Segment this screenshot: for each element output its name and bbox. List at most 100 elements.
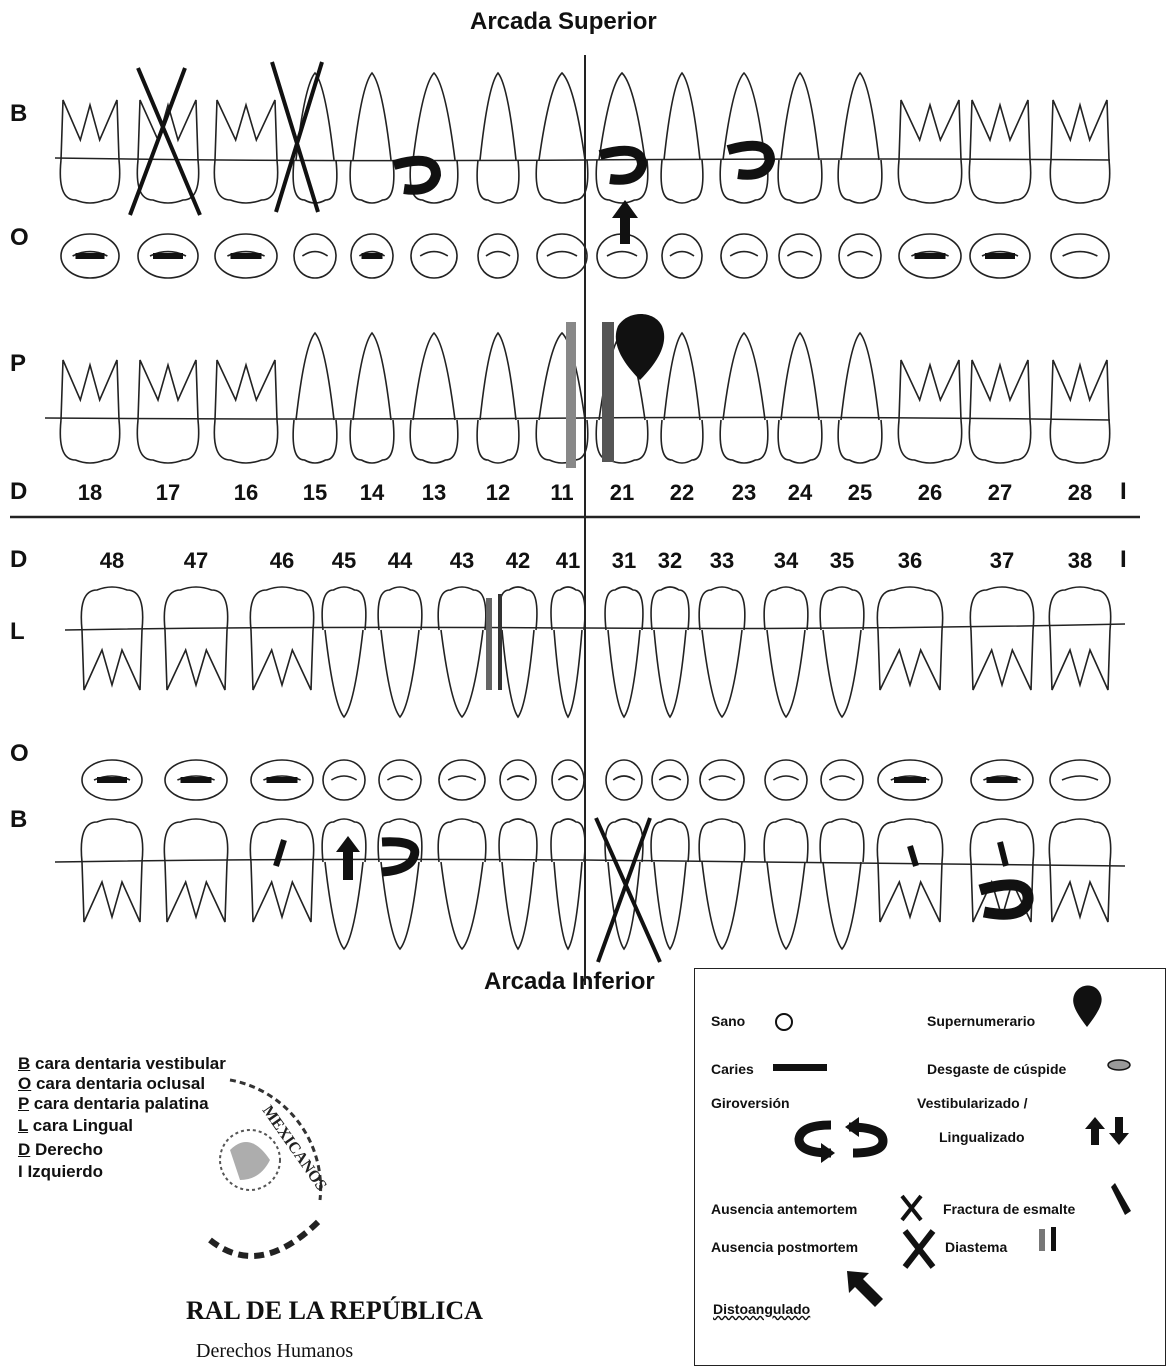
tooth-18-palatal bbox=[60, 360, 119, 463]
rotation-icon bbox=[791, 1117, 893, 1163]
cusp-wear-icon bbox=[1105, 1057, 1133, 1073]
tooth-46-lingual bbox=[250, 587, 313, 690]
tooth-33-lingual bbox=[699, 587, 745, 717]
tooth-11-vestibular bbox=[536, 73, 588, 203]
gum-line-upper-p bbox=[45, 417, 1110, 420]
fracture-mark-37 bbox=[1000, 842, 1006, 866]
tooth-36-vestibular bbox=[877, 819, 942, 922]
tooth-42-vestibular bbox=[499, 819, 537, 949]
tooth-31-occlusal bbox=[606, 760, 642, 800]
tooth-48-lingual bbox=[81, 587, 142, 690]
tooth-23-occlusal bbox=[721, 234, 767, 278]
tooth-38-occlusal bbox=[1050, 760, 1110, 800]
tooth-32-occlusal bbox=[652, 760, 688, 800]
tooth-45-lingual bbox=[322, 587, 366, 717]
legend-giroversion: Giroversión bbox=[711, 1095, 790, 1111]
tooth-26-occlusal bbox=[899, 234, 961, 278]
tooth-23-palatal bbox=[720, 333, 768, 463]
tooth-24-vestibular bbox=[778, 73, 822, 203]
tooth-11-palatal bbox=[536, 333, 588, 463]
tooth-33-vestibular bbox=[699, 819, 745, 949]
tooth-25-palatal bbox=[838, 333, 882, 463]
fracture-mark-46 bbox=[276, 840, 284, 866]
tooth-17-palatal bbox=[137, 360, 198, 463]
tooth-46-occlusal bbox=[251, 760, 313, 800]
legend-lingualizado: Lingualizado bbox=[939, 1129, 1025, 1145]
diastema-bar-lower-2 bbox=[498, 594, 502, 690]
legend-sano: Sano bbox=[711, 1013, 745, 1029]
tooth-47-lingual bbox=[164, 587, 227, 690]
tooth-16-occlusal bbox=[215, 234, 277, 278]
gum-line-lower-b bbox=[55, 859, 1125, 866]
sano-icon bbox=[773, 1011, 795, 1033]
rotation-mark bbox=[728, 146, 770, 175]
tooth-44-lingual bbox=[378, 587, 422, 717]
tooth-31-lingual bbox=[605, 587, 643, 717]
tooth-38-lingual bbox=[1049, 587, 1110, 690]
tooth-43-lingual bbox=[438, 587, 486, 717]
enamel-fracture-icon bbox=[1107, 1179, 1137, 1219]
tooth-35-vestibular bbox=[820, 819, 864, 949]
tooth-36-lingual bbox=[877, 587, 942, 690]
official-seal: MEXICANOS bbox=[170, 1050, 370, 1290]
tooth-18-occlusal bbox=[61, 234, 119, 278]
tooth-41-vestibular bbox=[551, 819, 585, 949]
tooth-43-occlusal bbox=[439, 760, 485, 800]
postmortem-x-icon bbox=[901, 1227, 937, 1271]
gum-line-upper-b bbox=[55, 158, 1110, 161]
tooth-27-occlusal bbox=[970, 234, 1030, 278]
tooth-34-vestibular bbox=[764, 819, 808, 949]
tooth-37-lingual bbox=[970, 587, 1033, 690]
tooth-28-occlusal bbox=[1051, 234, 1109, 278]
legend-diastema: Diastema bbox=[945, 1239, 1007, 1255]
seal-text-line2: Derechos Humanos bbox=[196, 1340, 353, 1363]
supernumerary-mark bbox=[616, 314, 664, 380]
caries-icon bbox=[771, 1061, 831, 1075]
legend-vestibularizado: Vestibularizado / bbox=[917, 1095, 1027, 1111]
tooth-12-occlusal bbox=[478, 234, 518, 278]
tooth-45-occlusal bbox=[323, 760, 365, 800]
tooth-34-occlusal bbox=[765, 760, 807, 800]
tooth-43-vestibular bbox=[438, 819, 486, 949]
legend-box: Sano Supernumerario Caries Desgaste de c… bbox=[694, 968, 1166, 1366]
tooth-47-vestibular bbox=[164, 819, 227, 922]
tooth-42-occlusal bbox=[500, 760, 536, 800]
tooth-24-occlusal bbox=[779, 234, 821, 278]
diastema-bar-upper-21 bbox=[602, 322, 614, 462]
tooth-27-vestibular bbox=[969, 100, 1030, 203]
key-item: D Derecho bbox=[18, 1140, 103, 1160]
tooth-11-occlusal bbox=[537, 234, 587, 278]
tooth-42-lingual bbox=[499, 587, 537, 717]
tooth-26-palatal bbox=[898, 360, 961, 463]
tooth-22-vestibular bbox=[661, 73, 703, 203]
odontogram-chart bbox=[0, 0, 1166, 1000]
tooth-23-vestibular bbox=[720, 73, 768, 203]
vestibular-lingual-arrows-icon bbox=[1083, 1115, 1131, 1147]
tooth-17-occlusal bbox=[138, 234, 198, 278]
tooth-13-occlusal bbox=[411, 234, 457, 278]
tooth-41-occlusal bbox=[552, 760, 584, 800]
tooth-14-occlusal bbox=[351, 234, 393, 278]
supernumerary-icon bbox=[1069, 983, 1105, 1029]
tooth-45-vestibular bbox=[322, 819, 366, 949]
rotation-mark-44 bbox=[382, 842, 415, 872]
tooth-16-palatal bbox=[214, 360, 277, 463]
seal-text-line1: RAL DE LA REPÚBLICA bbox=[186, 1296, 483, 1326]
tooth-47-occlusal bbox=[165, 760, 227, 800]
tooth-25-vestibular bbox=[838, 73, 882, 203]
tooth-35-lingual bbox=[820, 587, 864, 717]
legend-distoangulado: Distoangulado bbox=[713, 1301, 810, 1317]
rotation-mark bbox=[394, 161, 436, 190]
tooth-27-palatal bbox=[969, 360, 1030, 463]
legend-fractura: Fractura de esmalte bbox=[943, 1201, 1075, 1217]
tooth-13-palatal bbox=[410, 333, 458, 463]
tooth-26-vestibular bbox=[898, 100, 961, 203]
rotation-mark bbox=[600, 151, 642, 180]
tooth-48-vestibular bbox=[81, 819, 142, 922]
tooth-24-palatal bbox=[778, 333, 822, 463]
key-item: I Izquierdo bbox=[18, 1162, 103, 1182]
tooth-33-occlusal bbox=[700, 760, 744, 800]
diastema-bar-lower-1 bbox=[486, 598, 492, 690]
legend-supernumerario: Supernumerario bbox=[927, 1013, 1035, 1029]
tooth-12-palatal bbox=[477, 333, 519, 463]
